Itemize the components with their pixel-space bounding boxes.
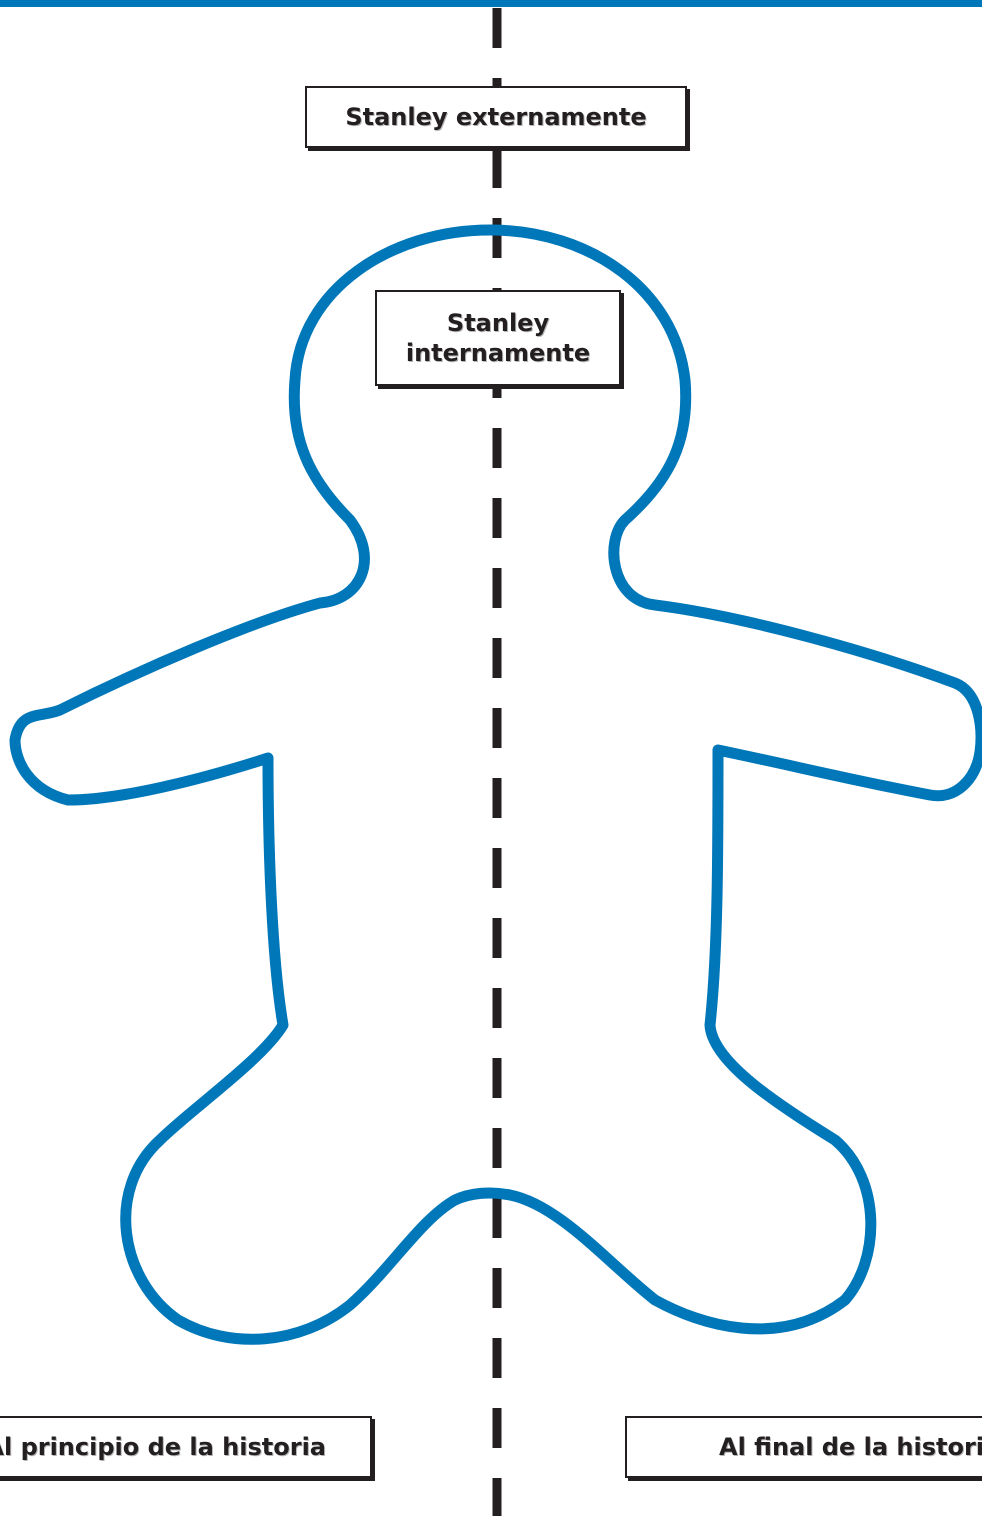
label-stanley-externally: Stanley externamente <box>305 86 687 148</box>
label-story-end: Al final de la historia <box>625 1416 982 1478</box>
label-story-start: Al principio de la historia <box>0 1416 372 1478</box>
label-stanley-internally: Stanley internamente <box>375 290 621 386</box>
